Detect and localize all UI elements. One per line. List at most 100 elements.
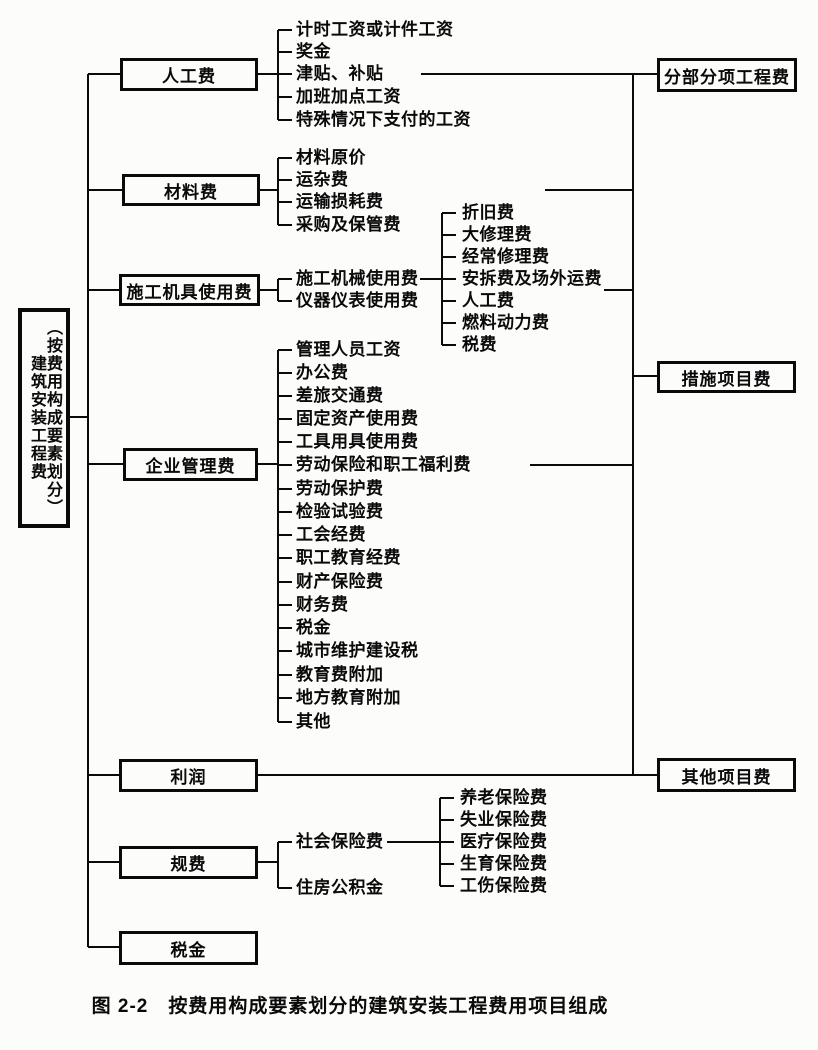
leaf-label: 固定资产使用费 — [296, 409, 419, 428]
bracket-stub-line — [258, 73, 278, 75]
result-connector-line — [545, 189, 633, 191]
bracket-line — [277, 30, 279, 120]
bracket-tick-line — [442, 256, 456, 258]
bracket-tick-line — [278, 119, 292, 121]
leaf-label: 运杂费 — [296, 170, 349, 189]
bracket-tick-line — [278, 464, 292, 466]
bracket-stub-line — [260, 289, 278, 291]
result-connector-line — [530, 464, 633, 466]
leaf-label: 材料原价 — [296, 148, 366, 167]
category-connector-line — [88, 289, 119, 291]
right-trunk-line — [632, 74, 634, 775]
leaf-label: 运输损耗费 — [296, 192, 384, 211]
bracket-tick-line — [278, 96, 292, 98]
bracket-tick-line — [442, 234, 456, 236]
leaf-label: 奖金 — [296, 42, 331, 61]
bracket-tick-line — [440, 841, 454, 843]
bracket-tick-line — [278, 224, 292, 226]
bracket-tick-line — [442, 322, 456, 324]
leaf-label: 经常修理费 — [462, 247, 550, 266]
bracket-stub-line — [260, 189, 278, 191]
leaf-label: 施工机械使用费 — [296, 269, 419, 288]
category-box-management-cost: 企业管理费 — [123, 448, 258, 481]
root-box: （按费用构成要素划分） 建筑安装工程费 — [18, 308, 70, 528]
leaf-label: 特殊情况下支付的工资 — [296, 110, 471, 129]
leaf-label: 人工费 — [462, 291, 515, 310]
leaf-label: 失业保险费 — [460, 810, 548, 829]
category-box-machinery-cost: 施工机具使用费 — [119, 274, 260, 306]
bracket-tick-line — [278, 697, 292, 699]
leaf-label: 生育保险费 — [460, 854, 548, 873]
leaf-label: 仪器仪表使用费 — [296, 291, 419, 310]
leaf-label: 津贴、补贴 — [296, 64, 384, 83]
leaf-label: 社会保险费 — [296, 832, 384, 851]
leaf-label: 其他 — [296, 712, 331, 731]
bracket-tick-line — [442, 278, 456, 280]
figure-caption: 图 2-2 按费用构成要素划分的建筑安装工程费用项目组成 — [91, 996, 609, 1017]
bracket-line — [277, 842, 279, 888]
leaf-label: 劳动保护费 — [296, 479, 384, 498]
leaf-label: 燃料动力费 — [462, 313, 550, 332]
bracket-tick-line — [278, 674, 292, 676]
category-connector-line — [88, 861, 119, 863]
category-connector-line — [88, 189, 122, 191]
leaf-label: 住房公积金 — [296, 878, 384, 897]
category-connector-line — [88, 774, 119, 776]
leaf-label: 差旅交通费 — [296, 386, 384, 405]
bracket-tick-line — [278, 534, 292, 536]
bracket-tick-line — [278, 51, 292, 53]
bracket-line — [277, 158, 279, 225]
category-box-material-cost: 材料费 — [122, 174, 260, 206]
bracket-stub-line — [258, 463, 278, 465]
bracket-tick-line — [442, 344, 456, 346]
bracket-tick-line — [278, 179, 292, 181]
bracket-tick-line — [440, 819, 454, 821]
leaf-label: 职工教育经费 — [296, 548, 401, 567]
category-connector-line — [88, 463, 123, 465]
leaf-label: 检验试验费 — [296, 502, 384, 521]
leaf-label: 工具用具使用费 — [296, 432, 419, 451]
category-box-tax: 税金 — [119, 931, 258, 965]
result-box-measures-items-cost: 措施项目费 — [657, 361, 796, 393]
bracket-tick-line — [278, 372, 292, 374]
bracket-tick-line — [278, 557, 292, 559]
root-title: 建筑安装工程费 — [28, 355, 45, 481]
bracket-line — [277, 279, 279, 301]
bracket-tick-line — [278, 511, 292, 513]
leaf-label: 地方教育附加 — [296, 688, 401, 707]
category-connector-line — [88, 73, 120, 75]
leaf-label: 财务费 — [296, 595, 349, 614]
bracket-tick-line — [278, 841, 292, 843]
bracket-tick-line — [278, 441, 292, 443]
bracket-stub-line — [258, 861, 278, 863]
leaf-label: 工伤保险费 — [460, 876, 548, 895]
bracket-tick-line — [278, 73, 292, 75]
bracket-tick-line — [278, 721, 292, 723]
left-trunk-line — [87, 74, 89, 947]
leaf-label: 大修理费 — [462, 225, 532, 244]
bracket-tick-line — [278, 395, 292, 397]
result-box-divisional-works-cost: 分部分项工程费 — [657, 58, 797, 92]
bracket-tick-line — [278, 650, 292, 652]
bracket-tick-line — [442, 300, 456, 302]
leaf-label: 劳动保险和职工福利费 — [296, 455, 471, 474]
bracket-line — [277, 350, 279, 722]
bracket-tick-line — [278, 201, 292, 203]
category-box-labor-cost: 人工费 — [120, 58, 258, 91]
leaf-label: 城市维护建设税 — [296, 641, 419, 660]
bracket-tick-line — [440, 797, 454, 799]
leaf-label: 加班加点工资 — [296, 87, 401, 106]
bracket-tick-line — [442, 212, 456, 214]
leaf-label: 管理人员工资 — [296, 340, 401, 359]
sub-connector-line — [387, 841, 440, 843]
leaf-label: 医疗保险费 — [460, 832, 548, 851]
category-connector-line — [88, 946, 119, 948]
bracket-tick-line — [278, 887, 292, 889]
leaf-label: 税费 — [462, 335, 497, 354]
leaf-label: 工会经费 — [296, 525, 366, 544]
bracket-tick-line — [278, 278, 292, 280]
bracket-tick-line — [278, 627, 292, 629]
root-qualifier: （按费用构成要素划分） — [44, 319, 61, 517]
leaf-label: 养老保险费 — [460, 788, 548, 807]
